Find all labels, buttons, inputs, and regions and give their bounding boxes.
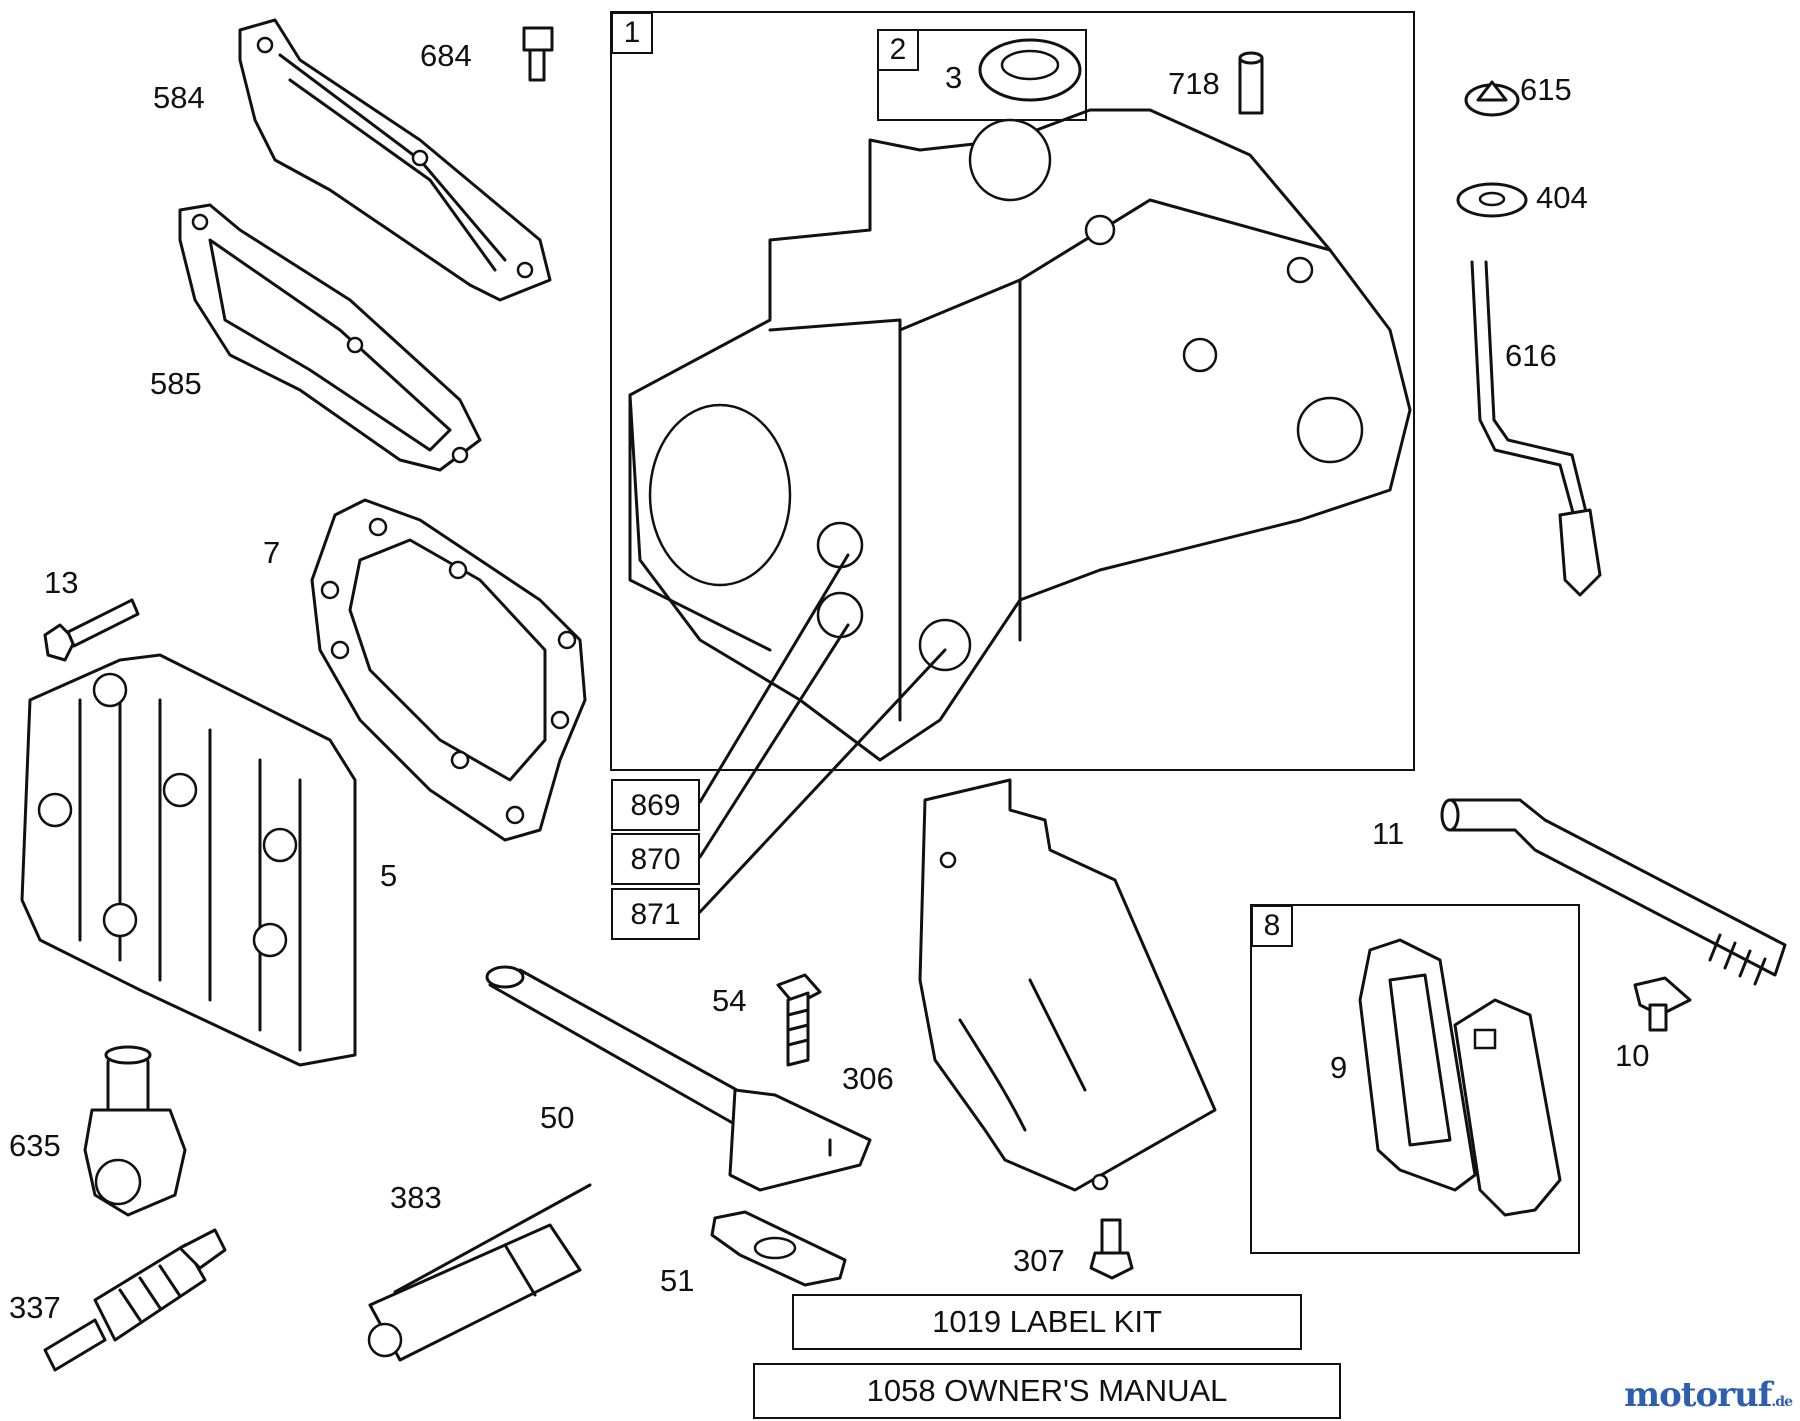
callout-684: 684	[420, 38, 472, 73]
leader-lines	[698, 553, 947, 914]
bolt-13-drawing	[43, 598, 140, 662]
ref-871: 871	[611, 888, 700, 940]
callout-404: 404	[1536, 180, 1588, 215]
callout-584: 584	[153, 80, 205, 115]
gasket-51-drawing	[710, 1210, 847, 1287]
ref-869: 869	[611, 779, 700, 831]
callout-7: 7	[263, 535, 281, 570]
callout-615: 615	[1520, 72, 1572, 107]
callout-635: 635	[9, 1128, 61, 1163]
callout-10: 10	[1615, 1038, 1650, 1073]
callout-307: 307	[1013, 1243, 1065, 1278]
callout-306: 306	[842, 1061, 894, 1096]
callout-11: 11	[1372, 816, 1405, 851]
callout-51: 51	[660, 1263, 695, 1298]
tube-11-drawing	[1440, 798, 1787, 986]
label-kit-note: 1019 LABEL KIT	[792, 1294, 1302, 1350]
tube-50-drawing	[485, 965, 872, 1192]
callout-718: 718	[1168, 66, 1220, 101]
shield-306-drawing	[918, 778, 1217, 1192]
kit-2-frame	[877, 29, 1087, 121]
washer-404-drawing	[1456, 182, 1528, 218]
gasket-7-drawing	[310, 498, 587, 842]
boot-635-drawing	[83, 1045, 187, 1217]
callout-8: 8	[1251, 905, 1293, 947]
callout-585: 585	[150, 366, 202, 401]
kit-8-drawing	[1250, 904, 1580, 1254]
callout-1: 1	[611, 12, 653, 54]
callout-13: 13	[44, 565, 79, 600]
screw-307-drawing	[1089, 1218, 1134, 1280]
grommet-615-drawing	[1464, 80, 1520, 117]
callout-337: 337	[9, 1290, 61, 1325]
watermark-logo: motoruf.de	[1624, 1375, 1793, 1415]
pin-718-drawing	[1238, 51, 1264, 115]
callout-2: 2	[877, 29, 919, 71]
plug-10-drawing	[1633, 976, 1692, 1032]
bolt-54-drawing	[776, 973, 822, 1067]
dipstick-616-drawing	[1470, 260, 1602, 597]
callout-5: 5	[380, 858, 398, 893]
spark-plug-337-drawing	[43, 1228, 227, 1372]
callout-9: 9	[1330, 1050, 1348, 1085]
callout-50: 50	[540, 1100, 575, 1135]
seal-3-drawing	[978, 38, 1082, 102]
callout-54: 54	[712, 983, 747, 1018]
gasket-585-drawing	[178, 203, 482, 472]
owners-manual-note: 1058 OWNER'S MANUAL	[753, 1363, 1341, 1419]
plate-584-drawing	[238, 18, 552, 302]
callout-616: 616	[1505, 338, 1557, 373]
cylinder-head-5-drawing	[20, 653, 357, 1067]
tool-383-drawing	[367, 1183, 592, 1362]
ref-870: 870	[611, 833, 700, 885]
bolt-684-drawing	[522, 26, 554, 82]
callout-3: 3	[945, 60, 963, 95]
block-1-drawing	[610, 11, 1415, 771]
callout-383: 383	[390, 1180, 442, 1215]
